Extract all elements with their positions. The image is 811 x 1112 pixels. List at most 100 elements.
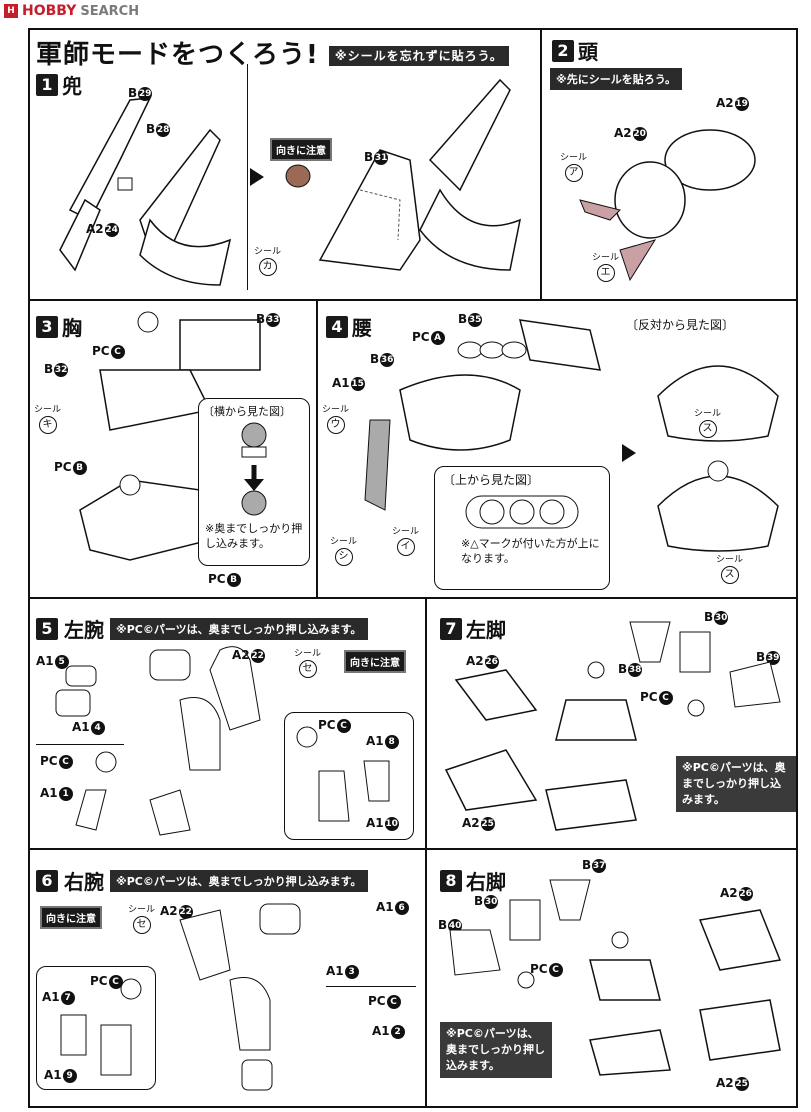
step4-title: 腰 (352, 316, 372, 340)
helmet-crest-drawing (59, 97, 232, 286)
waist-drawing (364, 319, 601, 511)
step7-number: 7 (440, 617, 462, 640)
step3-seal-ki: シールキ (34, 402, 61, 434)
left-leg-drawing (444, 661, 637, 831)
page-subtitle: ※シールを忘れずに貼ろう。 (328, 46, 509, 66)
step4-topview-title: 〔上から見た図〕 (443, 473, 540, 487)
step6-number: 6 (36, 869, 58, 892)
step5-subdivider (36, 744, 124, 745)
right-arm-assembly-drawing (179, 903, 301, 1091)
step1-title: 兜 (62, 74, 82, 98)
step4-seal-i: シールイ (392, 524, 419, 556)
step1-heading: 1 兜 (36, 70, 82, 99)
step3-number: 3 (36, 315, 58, 338)
logo-brand: HOBBY (22, 3, 77, 19)
page-title-text: 軍師モードをつくろう! (36, 40, 319, 70)
step4-oppview-title: 〔反対から見た図〕 (626, 318, 735, 332)
step1-number: 1 (36, 73, 58, 96)
step8-note: ※PC©パーツは、奥までしっかり押し込みます。 (440, 1022, 552, 1078)
chest-drawing (79, 311, 261, 561)
step1-next-arrow (250, 168, 264, 186)
step3-sideview-box: 〔横から見た図〕 ※奥までしっかり押し込みます。 (198, 398, 310, 566)
step2-number: 2 (552, 39, 574, 62)
step5-heading: 5 左腕 ※PC©パーツは、奥までしっかり押し込みます。 (36, 614, 368, 643)
step4-seal-su-2: シールス (716, 552, 743, 584)
step8-title: 右脚 (466, 870, 506, 894)
step4-topnote: ※△マークが付いた方が上になります。 (461, 537, 600, 565)
right-leg-drawing (589, 909, 782, 1076)
site-header: H HOBBY SEARCH (0, 0, 811, 22)
page-title: 軍師モードをつくろう! ※シールを忘れずに貼ろう。 (36, 34, 509, 71)
head-drawing (579, 129, 756, 282)
hobby-search-logo[interactable]: H HOBBY SEARCH (4, 3, 139, 19)
step8-heading: 8 右脚 (440, 866, 506, 895)
step4-number: 4 (326, 315, 348, 338)
step4-seal-u: シールウ (322, 402, 349, 434)
step2-seal-e: シールエ (592, 250, 619, 282)
manual-frame (28, 28, 798, 1108)
step5-caution-badge: 向きに注意 (344, 650, 406, 673)
caution-part-icon (285, 164, 311, 188)
topview-drawing (465, 495, 579, 529)
left-arm-parts-drawing (55, 665, 117, 831)
step3-title: 胸 (62, 316, 82, 340)
left-leg-thigh-drawing (629, 621, 781, 717)
step6-detail-box (36, 966, 156, 1090)
step6-heading: 6 右腕 ※PC©パーツは、奥までしっかり押し込みます。 (36, 866, 368, 895)
divider-row1 (28, 299, 798, 301)
step7-note: ※PC©パーツは、奥までしっかり押し込みます。 (676, 756, 796, 812)
step4-next-arrow (622, 444, 636, 462)
divider-v1 (540, 28, 542, 300)
step3-note: ※奥までしっかり押し込みます。 (205, 522, 303, 550)
step4-heading: 4 腰 (326, 312, 372, 341)
step3-heading: 3 胸 (36, 312, 82, 341)
waist-opposite-drawing (657, 365, 779, 552)
step6-subdivider (326, 986, 416, 987)
step6-caution-badge: 向きに注意 (40, 906, 102, 929)
left-hand-detail-drawing (296, 726, 390, 822)
step4-seal-su-1: シールス (694, 406, 721, 438)
step2-seal-a: シールア (560, 150, 587, 182)
step6-seal-se: シールセ (128, 902, 155, 934)
logo-search: SEARCH (80, 3, 140, 19)
divider-v3 (425, 597, 427, 1107)
step2-heading: 2 頭 (552, 36, 598, 65)
step1-seal-ka: シールカ (254, 244, 281, 276)
step5-title: 左腕 (64, 618, 104, 642)
step8-number: 8 (440, 869, 462, 892)
step6-note: ※PC©パーツは、奥までしっかり押し込みます。 (110, 869, 368, 892)
logo-mark: H (4, 4, 18, 18)
